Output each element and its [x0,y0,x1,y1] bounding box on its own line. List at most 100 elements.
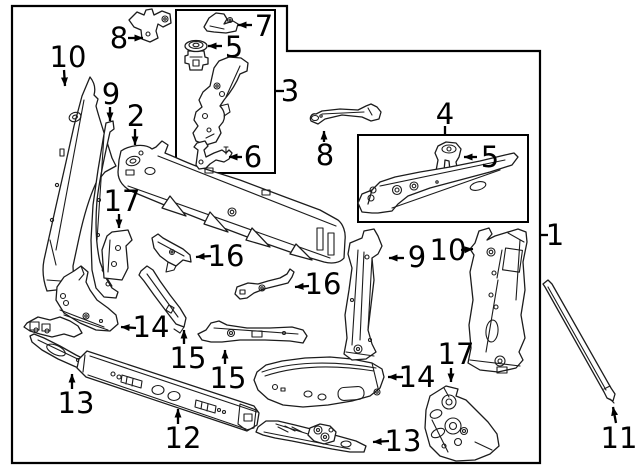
callout-label: 8 [316,138,334,172]
grommet [497,358,503,364]
hole [215,84,219,88]
slot [125,169,135,176]
crease [55,99,85,251]
callout-17-right[interactable]: 17 [438,337,475,383]
callout-6[interactable]: 6 [228,140,262,174]
part-16-bracket-upper[interactable] [151,233,192,273]
callout-12[interactable]: 12 [165,408,202,455]
callout-5-box4[interactable]: 5 [463,140,499,174]
callout-9-left[interactable]: 9 [102,77,120,122]
part-9-pillar-right[interactable] [343,228,383,361]
hole [170,250,174,254]
callout-2[interactable]: 2 [127,99,145,146]
part-15-rail-left[interactable] [138,265,187,334]
callout-14-left[interactable]: 14 [120,310,169,344]
slot [316,227,324,251]
part-6-bracket[interactable] [193,140,233,170]
callout-label: 12 [165,421,202,455]
hole [459,426,469,436]
callout-11[interactable]: 11 [601,406,638,455]
latch-detail [41,323,51,332]
gusset [161,195,187,217]
slot [280,387,286,392]
part-5-mount-box3[interactable] [184,39,209,71]
hole [349,297,355,303]
crease [367,107,373,116]
callout-10-upper-left[interactable]: 10 [50,40,87,87]
callout-3[interactable]: 3 [276,74,299,108]
leader-arrow [460,246,474,254]
part-2-radiator-support[interactable] [117,140,346,264]
callout-15-left[interactable]: 15 [170,329,207,375]
slot [194,399,217,414]
hole [129,158,137,164]
grommet [488,249,494,255]
grommet [486,247,496,257]
hole [373,388,381,396]
hole [33,327,39,333]
grommet [409,181,419,191]
hole [206,127,212,133]
callout-13-bottom[interactable]: 13 [372,424,421,458]
callout-7[interactable]: 7 [237,9,273,43]
callout-9-right[interactable]: 9 [388,240,426,274]
part-11-support-rod[interactable] [542,279,616,404]
hole [446,146,452,152]
foot [165,261,177,273]
hole [49,217,55,223]
grommet [445,398,453,406]
slot [120,374,143,389]
part-16-bracket-center[interactable] [234,268,295,300]
hole [84,314,88,318]
grommet [322,434,328,440]
hole [491,270,497,276]
callout-8-upper-left[interactable]: 8 [110,21,144,55]
part-12-impact-bar[interactable] [76,350,260,432]
part-7-clip-bracket[interactable] [203,12,239,34]
grommet-hole [72,114,78,120]
callout-10-right[interactable]: 10 [430,233,474,267]
callout-16-upper[interactable]: 16 [195,239,245,273]
cap [184,39,208,53]
hole [271,383,279,391]
part-17-bracket-right[interactable] [424,385,500,462]
callout-label: 16 [208,239,245,273]
hole [151,384,165,396]
part-14-bracket-left[interactable] [55,265,119,332]
part-17-bracket-left[interactable] [101,229,133,281]
part-4-apron-panel[interactable] [357,152,519,214]
hole [317,393,327,401]
part-3-latch-support[interactable] [192,56,249,146]
callout-14-right[interactable]: 14 [387,360,435,394]
part-8-bracket-center[interactable] [309,103,382,125]
hole [82,312,90,320]
callout-15-center[interactable]: 15 [210,349,247,395]
leader-arrow [611,406,619,424]
part-13-bracket-left[interactable] [23,316,97,372]
part-9-brace-left[interactable] [90,120,119,299]
callout-label: 15 [170,341,207,375]
hole [328,427,334,433]
grommet [355,346,361,352]
callout-13-left[interactable]: 13 [58,373,95,420]
hole [258,284,266,292]
callout-5-box3[interactable]: 5 [207,30,243,64]
part-10-pillar-right[interactable] [467,227,528,374]
callout-8-center[interactable]: 8 [316,130,334,172]
grommet [411,183,417,189]
part-10-pillar-brace-left[interactable] [42,76,117,292]
part-14-tie-bar-center[interactable] [253,356,385,408]
callout-17-left[interactable]: 17 [104,184,141,229]
callout-label: 15 [210,361,247,395]
outline [117,140,346,264]
part-13-tie-bar-bottom[interactable] [255,420,367,453]
callout-4[interactable]: 4 [436,97,454,134]
callout-1[interactable]: 1 [541,218,564,252]
part-15-rail-center[interactable] [197,320,308,344]
outline [203,12,239,34]
outline [76,350,260,432]
callout-16-center[interactable]: 16 [294,267,341,301]
callout-label: 5 [225,30,243,64]
crease [59,309,109,331]
hole [218,90,226,98]
